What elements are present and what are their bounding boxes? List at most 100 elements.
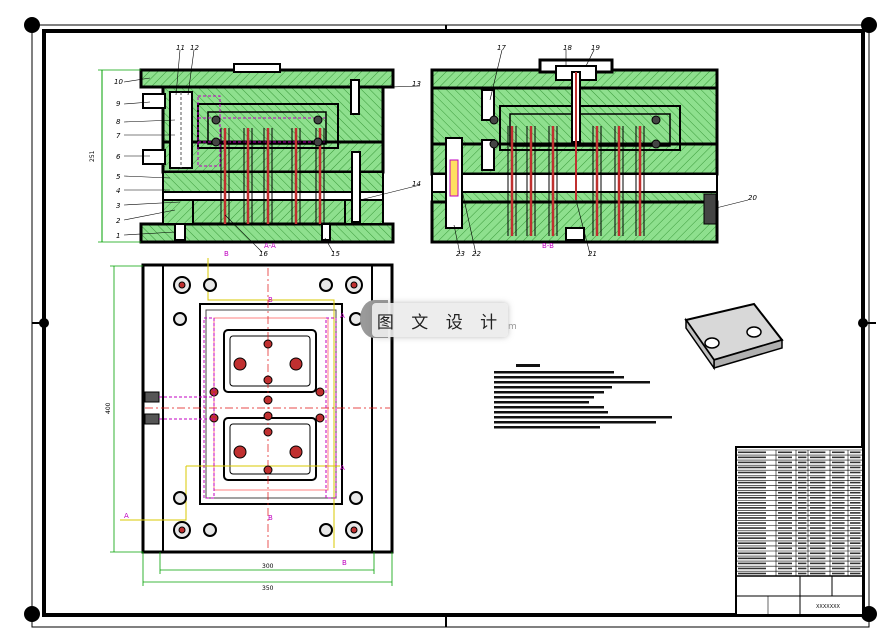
bom-cell-text (798, 461, 807, 464)
bom-cell-text (778, 547, 792, 550)
bom-cell-text (778, 507, 792, 509)
bom-cell-text (810, 562, 826, 565)
bom-cell-text (810, 491, 826, 494)
cut-mark-b-mid: B (268, 296, 273, 304)
bom-cell-text (832, 476, 845, 479)
bom-cell-text (778, 562, 792, 565)
bom-cell-text (778, 502, 792, 504)
cut-mark-b-top: B (224, 250, 229, 258)
bom-cell-text (810, 496, 826, 499)
bom-cell-text (738, 522, 766, 524)
bom-cell-text (810, 557, 826, 560)
cut-mark-a-left: A (124, 512, 129, 520)
bom-cell-text (778, 471, 792, 474)
bom-cell-text (810, 572, 826, 575)
bom-cell-text (798, 547, 807, 550)
bom-cell-text (738, 517, 766, 519)
bom-cell-text (738, 567, 766, 570)
bom-cell-text (850, 476, 861, 479)
bom-cell-text (832, 572, 845, 575)
bom-cell-text (832, 517, 845, 519)
bom-cell-text (832, 451, 845, 454)
bom-cell-text (832, 567, 845, 570)
callout-6: 6 (116, 153, 121, 161)
bom-cell-text (832, 496, 845, 499)
bom-cell-text (850, 451, 861, 454)
bom-cell-text (738, 542, 766, 544)
bom-cell-text (810, 466, 826, 469)
bom-cell-text (832, 491, 845, 494)
bom-cell-text (810, 512, 826, 514)
bom-cell-text (850, 491, 861, 494)
callout-1: 1 (116, 232, 120, 240)
bom-cell-text (778, 537, 792, 539)
part-isometric (684, 302, 784, 371)
bom-cell-text (778, 451, 792, 454)
bom-cell-text (832, 502, 845, 504)
bom-cell-text (738, 496, 766, 499)
callout-4: 4 (116, 187, 120, 195)
bom-cell-text (810, 532, 826, 534)
dim-plan-inner-width: 300 (262, 563, 274, 570)
corner-markers (24, 17, 877, 622)
watermark-suffix: m (508, 322, 517, 332)
bom-cell-text (850, 471, 861, 474)
bom-cell-text (738, 552, 766, 555)
bom-cell-text (778, 496, 792, 499)
bom-cell-text (810, 456, 826, 459)
bom-cell-text (738, 547, 766, 550)
bom-cell-text (832, 512, 845, 514)
bom-cell-text (738, 491, 766, 494)
bom-cell-text (850, 496, 861, 499)
plan-view: 400 300 350 B B B B A A A (105, 250, 394, 592)
bom-cell-text (738, 537, 766, 539)
bom-cell-text (850, 461, 861, 464)
bom-cell-text (798, 572, 807, 575)
callout-16: 16 (259, 250, 268, 258)
bom-cell-text (810, 537, 826, 539)
bom-cell-text (798, 512, 807, 514)
dim-plan-height: 400 (105, 402, 112, 414)
bom-cell-text (832, 557, 845, 560)
bom-cell-text (798, 481, 807, 484)
bom-cell-text (850, 567, 861, 570)
bom-cell-text (832, 466, 845, 469)
bom-cell-text (738, 461, 766, 464)
cut-mark-a-right: A (340, 464, 345, 472)
callout-7: 7 (116, 132, 121, 140)
bom-cell-text (798, 522, 807, 524)
title-block: XXXXXXX (735, 446, 864, 616)
bom-cell-text (810, 527, 826, 529)
callout-9: 9 (116, 100, 121, 108)
bom-cell-text (738, 532, 766, 534)
bom-cell-text (850, 547, 861, 550)
bom-cell-text (850, 456, 861, 459)
section-view-a-a: 251 1 2 3 4 5 6 7 8 (89, 44, 421, 258)
callout-18: 18 (563, 44, 572, 52)
bom-cell-text (850, 522, 861, 524)
callout-22: 22 (472, 250, 481, 258)
cut-mark-b-bottom: B (342, 559, 347, 567)
bom-cell-text (810, 486, 826, 489)
callout-13: 13 (412, 80, 421, 88)
callout-11: 11 (176, 44, 185, 52)
bom-cell-text (798, 532, 807, 534)
bom-cell-text (850, 512, 861, 514)
section-view-b-b: 17 18 19 20 21 22 23 B-B (430, 44, 757, 258)
callout-5: 5 (116, 173, 121, 181)
bom-cell-text (832, 547, 845, 550)
bom-cell-text (810, 567, 826, 570)
bom-cell-text (850, 527, 861, 529)
bom-cell-text (738, 512, 766, 514)
bom-cell-text (810, 502, 826, 504)
bom-cell-text (798, 562, 807, 565)
dim-plan-outer-width: 350 (262, 585, 274, 592)
bom-cell-text (738, 502, 766, 504)
bom-cell-text (798, 502, 807, 504)
bom-cell-text (778, 481, 792, 484)
bom-cell-text (810, 552, 826, 555)
bom-cell-text (798, 486, 807, 489)
bom-cell-text (850, 486, 861, 489)
callout-23: 23 (456, 250, 465, 258)
